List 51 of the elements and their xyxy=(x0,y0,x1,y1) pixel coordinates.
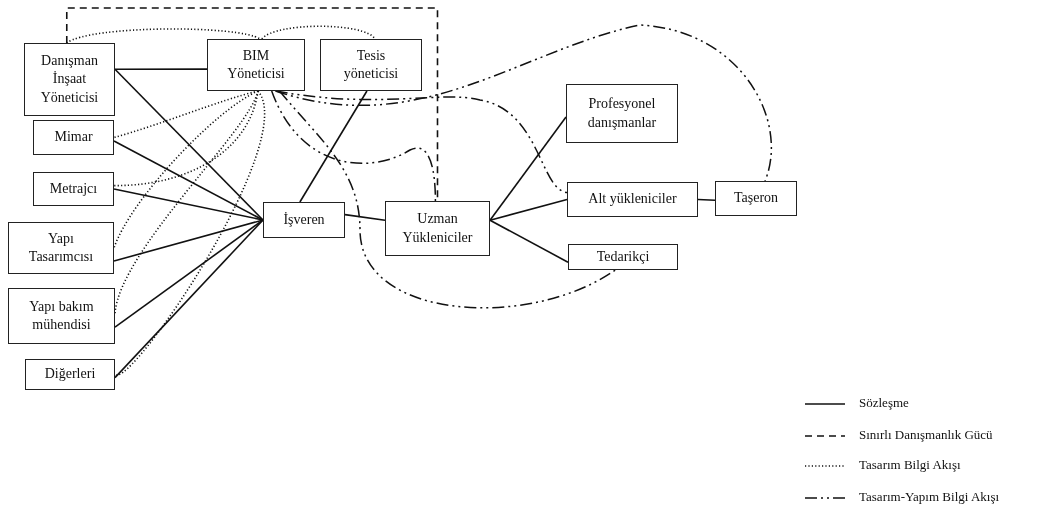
role-label: Tedarikçi xyxy=(596,247,650,266)
role-box xyxy=(385,201,490,256)
role-label: Uzman Yükleniciler xyxy=(401,210,474,247)
role-box xyxy=(33,172,114,206)
role-label: Yapı bakım mühendisi xyxy=(28,297,95,334)
role-label: İşveren xyxy=(283,210,325,229)
role-label: Tesis yöneticisi xyxy=(342,46,400,83)
role-label: Mimar xyxy=(54,128,93,147)
role-box xyxy=(33,120,114,155)
role-box xyxy=(8,222,114,274)
connector-line xyxy=(261,25,376,40)
role-label: Metrajcı xyxy=(49,179,98,198)
role-box xyxy=(320,39,422,91)
role-box xyxy=(568,244,678,270)
role-box xyxy=(207,39,305,91)
connector-line xyxy=(113,140,264,221)
legend-label: Sınırlı Danışmanlık Gücü xyxy=(859,427,993,443)
role-box xyxy=(566,84,678,143)
connector-line xyxy=(65,28,261,44)
role-label: Yapı Tasarımcısı xyxy=(27,229,95,266)
role-label: Profesyonel danışmanlar xyxy=(586,95,658,132)
legend-label: Sözleşme xyxy=(859,395,909,411)
connector-line xyxy=(114,68,264,221)
role-box xyxy=(24,43,115,116)
connector-line xyxy=(299,90,368,203)
connector-line xyxy=(697,198,716,202)
connector-line xyxy=(114,219,264,328)
role-label: BIM Yöneticisi xyxy=(226,46,286,83)
role-label: Diğerleri xyxy=(44,365,96,384)
role-box xyxy=(715,181,797,216)
connector-line xyxy=(114,68,208,71)
connector-line xyxy=(344,213,386,222)
connector-line xyxy=(489,116,567,222)
role-box xyxy=(567,182,698,217)
legend-label: Tasarım Bilgi Akışı xyxy=(859,457,961,473)
connector-line xyxy=(489,198,568,222)
connector-line xyxy=(113,188,264,221)
role-box xyxy=(8,288,115,344)
connector-line xyxy=(114,90,266,376)
connector-line xyxy=(113,219,264,262)
connector-line xyxy=(274,90,568,194)
connector-line xyxy=(489,219,569,263)
connector-line xyxy=(278,90,617,309)
role-label: Taşeron xyxy=(733,189,779,208)
legend-label: Tasarım-Yapım Bilgi Akışı xyxy=(859,489,1000,505)
role-label: Alt yükleniciler xyxy=(588,190,677,209)
role-box xyxy=(263,202,345,238)
connector-line xyxy=(114,219,264,379)
role-box xyxy=(25,359,115,390)
connector-line xyxy=(270,90,437,202)
role-label: Danışman İnşaat Yöneticisi xyxy=(39,52,100,107)
